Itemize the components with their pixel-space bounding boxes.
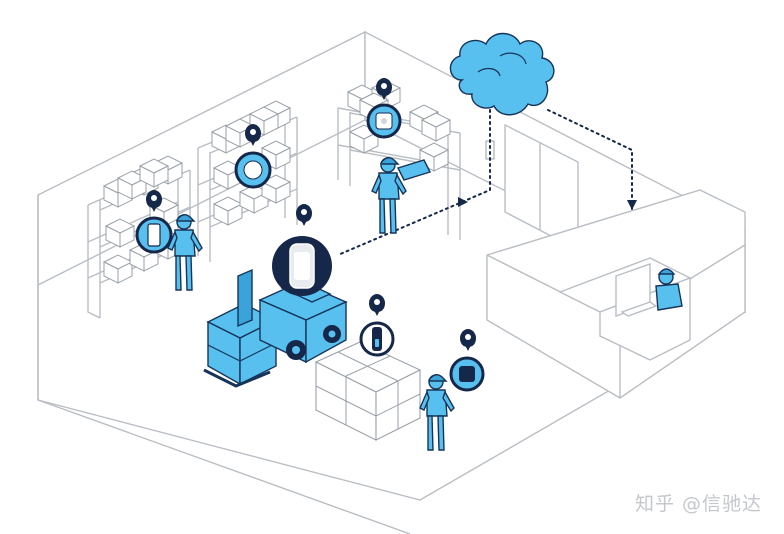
sensor-badge-tag bbox=[359, 294, 395, 357]
sensor-square-beacon bbox=[366, 78, 402, 139]
square-beacon-icon bbox=[375, 112, 393, 130]
shelf-right bbox=[337, 80, 461, 240]
forklift bbox=[203, 268, 348, 388]
sensor-wristband-tag bbox=[449, 329, 485, 392]
worker-center bbox=[371, 157, 431, 234]
beacon-icon bbox=[243, 160, 263, 180]
office-worker bbox=[655, 268, 683, 311]
phone-icon bbox=[147, 223, 161, 247]
shelf-left bbox=[87, 155, 191, 319]
sensor-round-beacon bbox=[234, 124, 272, 189]
tracker-icon bbox=[289, 243, 315, 289]
worker-front bbox=[419, 374, 455, 451]
sensor-phone-tag bbox=[135, 190, 173, 254]
badge-icon bbox=[372, 327, 382, 351]
cloud bbox=[449, 32, 555, 116]
watermark: 知乎 @信驰达 bbox=[634, 493, 762, 515]
back-door bbox=[485, 123, 579, 252]
box-stack bbox=[314, 341, 422, 441]
sensor-rugged-tracker bbox=[272, 204, 332, 296]
wristband-icon bbox=[459, 366, 475, 382]
